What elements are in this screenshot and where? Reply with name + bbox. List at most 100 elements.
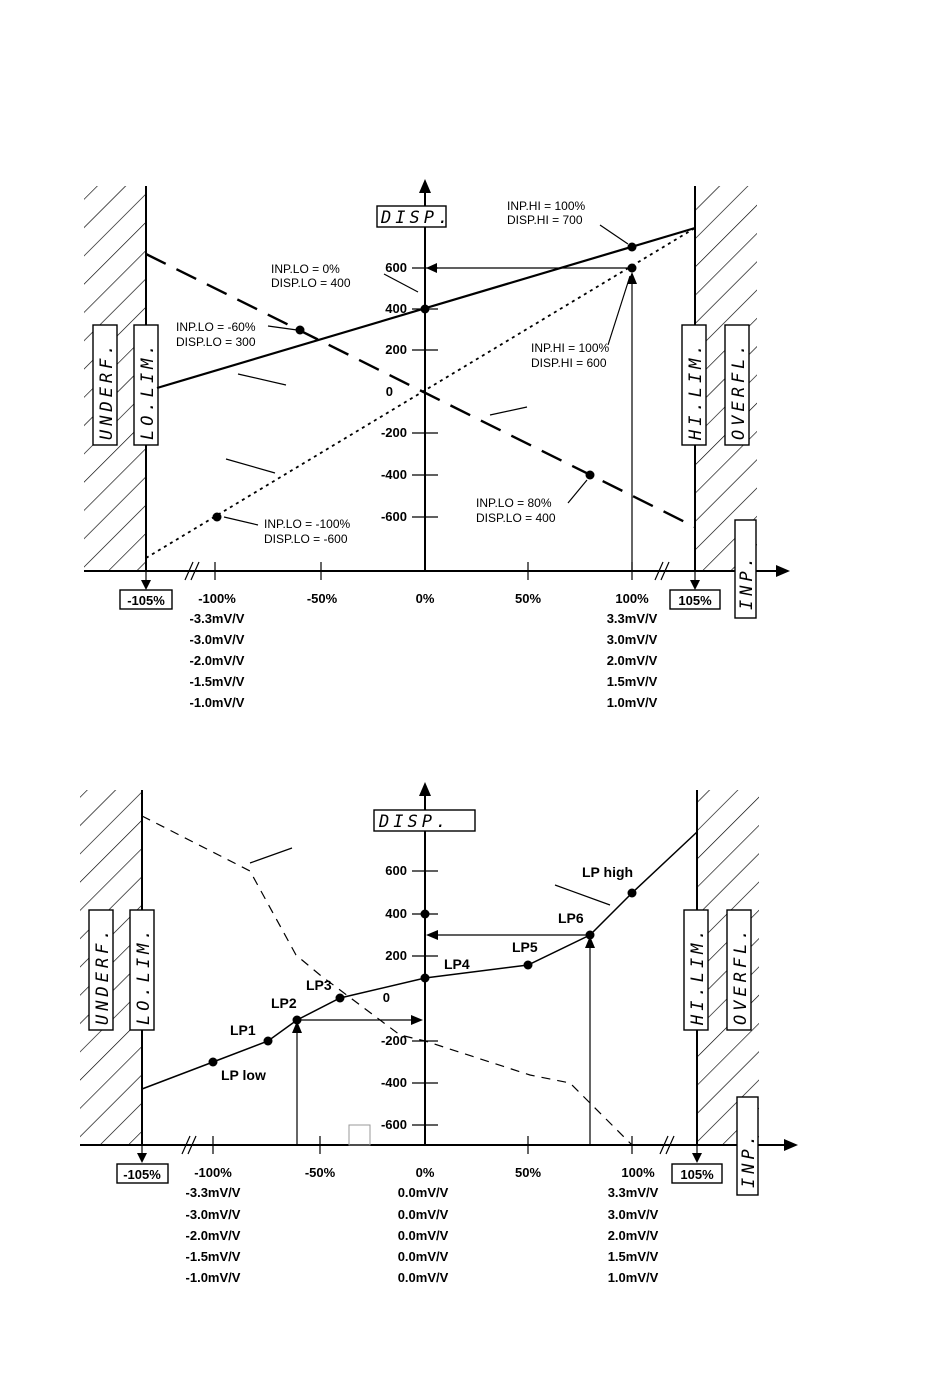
left2-sens-1: -3.3mV/V bbox=[186, 1185, 241, 1200]
y2-tick-200: 200 bbox=[385, 948, 407, 963]
right-sens-2: 3.0mV/V bbox=[607, 632, 658, 647]
lolim-label-2: LO.LIM. bbox=[134, 925, 154, 1025]
right2-sens-3: 2.0mV/V bbox=[608, 1228, 659, 1243]
point-lp1 bbox=[263, 1036, 273, 1046]
y2-tick-600: 600 bbox=[385, 863, 407, 878]
point-axis-400 bbox=[420, 909, 430, 919]
x2-tick-neg100: -100% bbox=[194, 1165, 232, 1180]
x-tick-neg50: -50% bbox=[307, 591, 338, 606]
disp-label-box bbox=[376, 205, 447, 228]
label-lp5: LP5 bbox=[512, 939, 538, 955]
point-lp4 bbox=[420, 973, 430, 983]
annot-hi600-2: DISP.HI = 600 bbox=[531, 356, 607, 370]
point-lp5 bbox=[523, 960, 533, 970]
label-lp6: LP6 bbox=[558, 910, 584, 926]
x2-tick-0: 0% bbox=[416, 1165, 435, 1180]
hilim-label: HI.LIM. bbox=[686, 340, 706, 441]
left2-sens-5: -1.0mV/V bbox=[186, 1270, 241, 1285]
right-limit-label-2: 105% bbox=[680, 1167, 714, 1182]
y2-tick-neg400: -400 bbox=[381, 1075, 407, 1090]
label-lp1: LP1 bbox=[230, 1022, 256, 1038]
y-tick-0: 0 bbox=[386, 384, 393, 399]
inp-label: INP. bbox=[737, 553, 757, 610]
linearization-curve bbox=[141, 831, 698, 1090]
center2-sens-1: 0.0mV/V bbox=[398, 1185, 449, 1200]
dashed-characteristic bbox=[145, 252, 696, 529]
point-lo-neg600 bbox=[212, 512, 222, 522]
right-sens-1: 3.3mV/V bbox=[607, 611, 658, 626]
left-sens-5: -1.0mV/V bbox=[190, 695, 245, 710]
diagram-1-scaling: 600 400 200 0 -200 -400 -600 -100% -50% … bbox=[84, 179, 790, 710]
left-sens-4: -1.5mV/V bbox=[190, 674, 245, 689]
hilim-label-2: HI.LIM. bbox=[688, 925, 708, 1026]
y-tick-400: 400 bbox=[385, 301, 407, 316]
right2-sens-2: 3.0mV/V bbox=[608, 1207, 659, 1222]
label-lp-low: LP low bbox=[221, 1067, 266, 1083]
left-sens-2: -3.0mV/V bbox=[190, 632, 245, 647]
annot-lom600-2: DISP.LO = -600 bbox=[264, 532, 348, 546]
dotted-characteristic bbox=[145, 227, 696, 559]
center2-sens-2: 0.0mV/V bbox=[398, 1207, 449, 1222]
annot-lo400-1: INP.LO = 0% bbox=[271, 262, 340, 276]
lolim-label: LO.LIM. bbox=[138, 340, 158, 440]
label-lp4: LP4 bbox=[444, 956, 470, 972]
left2-sens-4: -1.5mV/V bbox=[186, 1249, 241, 1264]
annot-lo300-1: INP.LO = -60% bbox=[176, 320, 256, 334]
y2-tick-neg200: -200 bbox=[381, 1033, 407, 1048]
disp-label-2: DISP. bbox=[378, 812, 450, 832]
annot-hi600-1: INP.HI = 100% bbox=[531, 341, 609, 355]
annot-lo300-2: DISP.LO = 300 bbox=[176, 335, 256, 349]
left-limit-label: -105% bbox=[127, 593, 165, 608]
right2-sens-4: 1.5mV/V bbox=[608, 1249, 659, 1264]
right-sens-3: 2.0mV/V bbox=[607, 653, 658, 668]
x2-tick-100: 100% bbox=[621, 1165, 655, 1180]
center2-sens-3: 0.0mV/V bbox=[398, 1228, 449, 1243]
annot-hi700-2: DISP.HI = 700 bbox=[507, 213, 583, 227]
annot-lo80-2: DISP.LO = 400 bbox=[476, 511, 556, 525]
y2-tick-400: 400 bbox=[385, 906, 407, 921]
annot-lo400-2: DISP.LO = 400 bbox=[271, 276, 351, 290]
overflow-label: OVERFL. bbox=[729, 340, 749, 440]
point-hi-700 bbox=[627, 242, 637, 252]
point-lo-300 bbox=[295, 325, 305, 335]
left-sens-3: -2.0mV/V bbox=[190, 653, 245, 668]
right-sens-4: 1.5mV/V bbox=[607, 674, 658, 689]
left-limit-label-2: -105% bbox=[123, 1167, 161, 1182]
y2-tick-neg600: -600 bbox=[381, 1117, 407, 1132]
y-tick-neg400: -400 bbox=[381, 467, 407, 482]
center2-sens-4: 0.0mV/V bbox=[398, 1249, 449, 1264]
inp-label-2: INP. bbox=[739, 1131, 759, 1188]
point-lp-low bbox=[208, 1057, 218, 1067]
x2-tick-neg50: -50% bbox=[305, 1165, 336, 1180]
x-tick-100: 100% bbox=[615, 591, 649, 606]
x-tick-marks-2 bbox=[212, 1136, 633, 1154]
right2-sens-1: 3.3mV/V bbox=[608, 1185, 659, 1200]
left2-sens-2: -3.0mV/V bbox=[186, 1207, 241, 1222]
underflow-label-2: UNDERF. bbox=[93, 925, 113, 1025]
annot-hi700-1: INP.HI = 100% bbox=[507, 199, 585, 213]
x-tick-0: 0% bbox=[416, 591, 435, 606]
label-lp3: LP3 bbox=[306, 977, 332, 993]
y-tick-600: 600 bbox=[385, 260, 407, 275]
diagram-2-linearization: 600 400 200 0 -200 -400 -600 -100% -50% … bbox=[80, 782, 798, 1285]
y-tick-neg600: -600 bbox=[381, 509, 407, 524]
x-tick-50: 50% bbox=[515, 591, 541, 606]
overflow-label-2: OVERFL. bbox=[731, 925, 751, 1025]
y-tick-neg200: -200 bbox=[381, 425, 407, 440]
underflow-label: UNDERF. bbox=[97, 340, 117, 440]
annot-lom600-1: INP.LO = -100% bbox=[264, 517, 350, 531]
point-lp3 bbox=[335, 993, 345, 1003]
y-tick-200: 200 bbox=[385, 342, 407, 357]
right2-sens-5: 1.0mV/V bbox=[608, 1270, 659, 1285]
x-tick-neg100: -100% bbox=[198, 591, 236, 606]
left-sens-1: -3.3mV/V bbox=[190, 611, 245, 626]
y2-tick-0: 0 bbox=[383, 990, 390, 1005]
center2-sens-5: 0.0mV/V bbox=[398, 1270, 449, 1285]
left2-sens-3: -2.0mV/V bbox=[186, 1228, 241, 1243]
x2-tick-50: 50% bbox=[515, 1165, 541, 1180]
label-lp-high: LP high bbox=[582, 864, 633, 880]
right-limit-label: 105% bbox=[678, 593, 712, 608]
point-lo-400 bbox=[420, 304, 430, 314]
point-lo-80 bbox=[585, 470, 595, 480]
